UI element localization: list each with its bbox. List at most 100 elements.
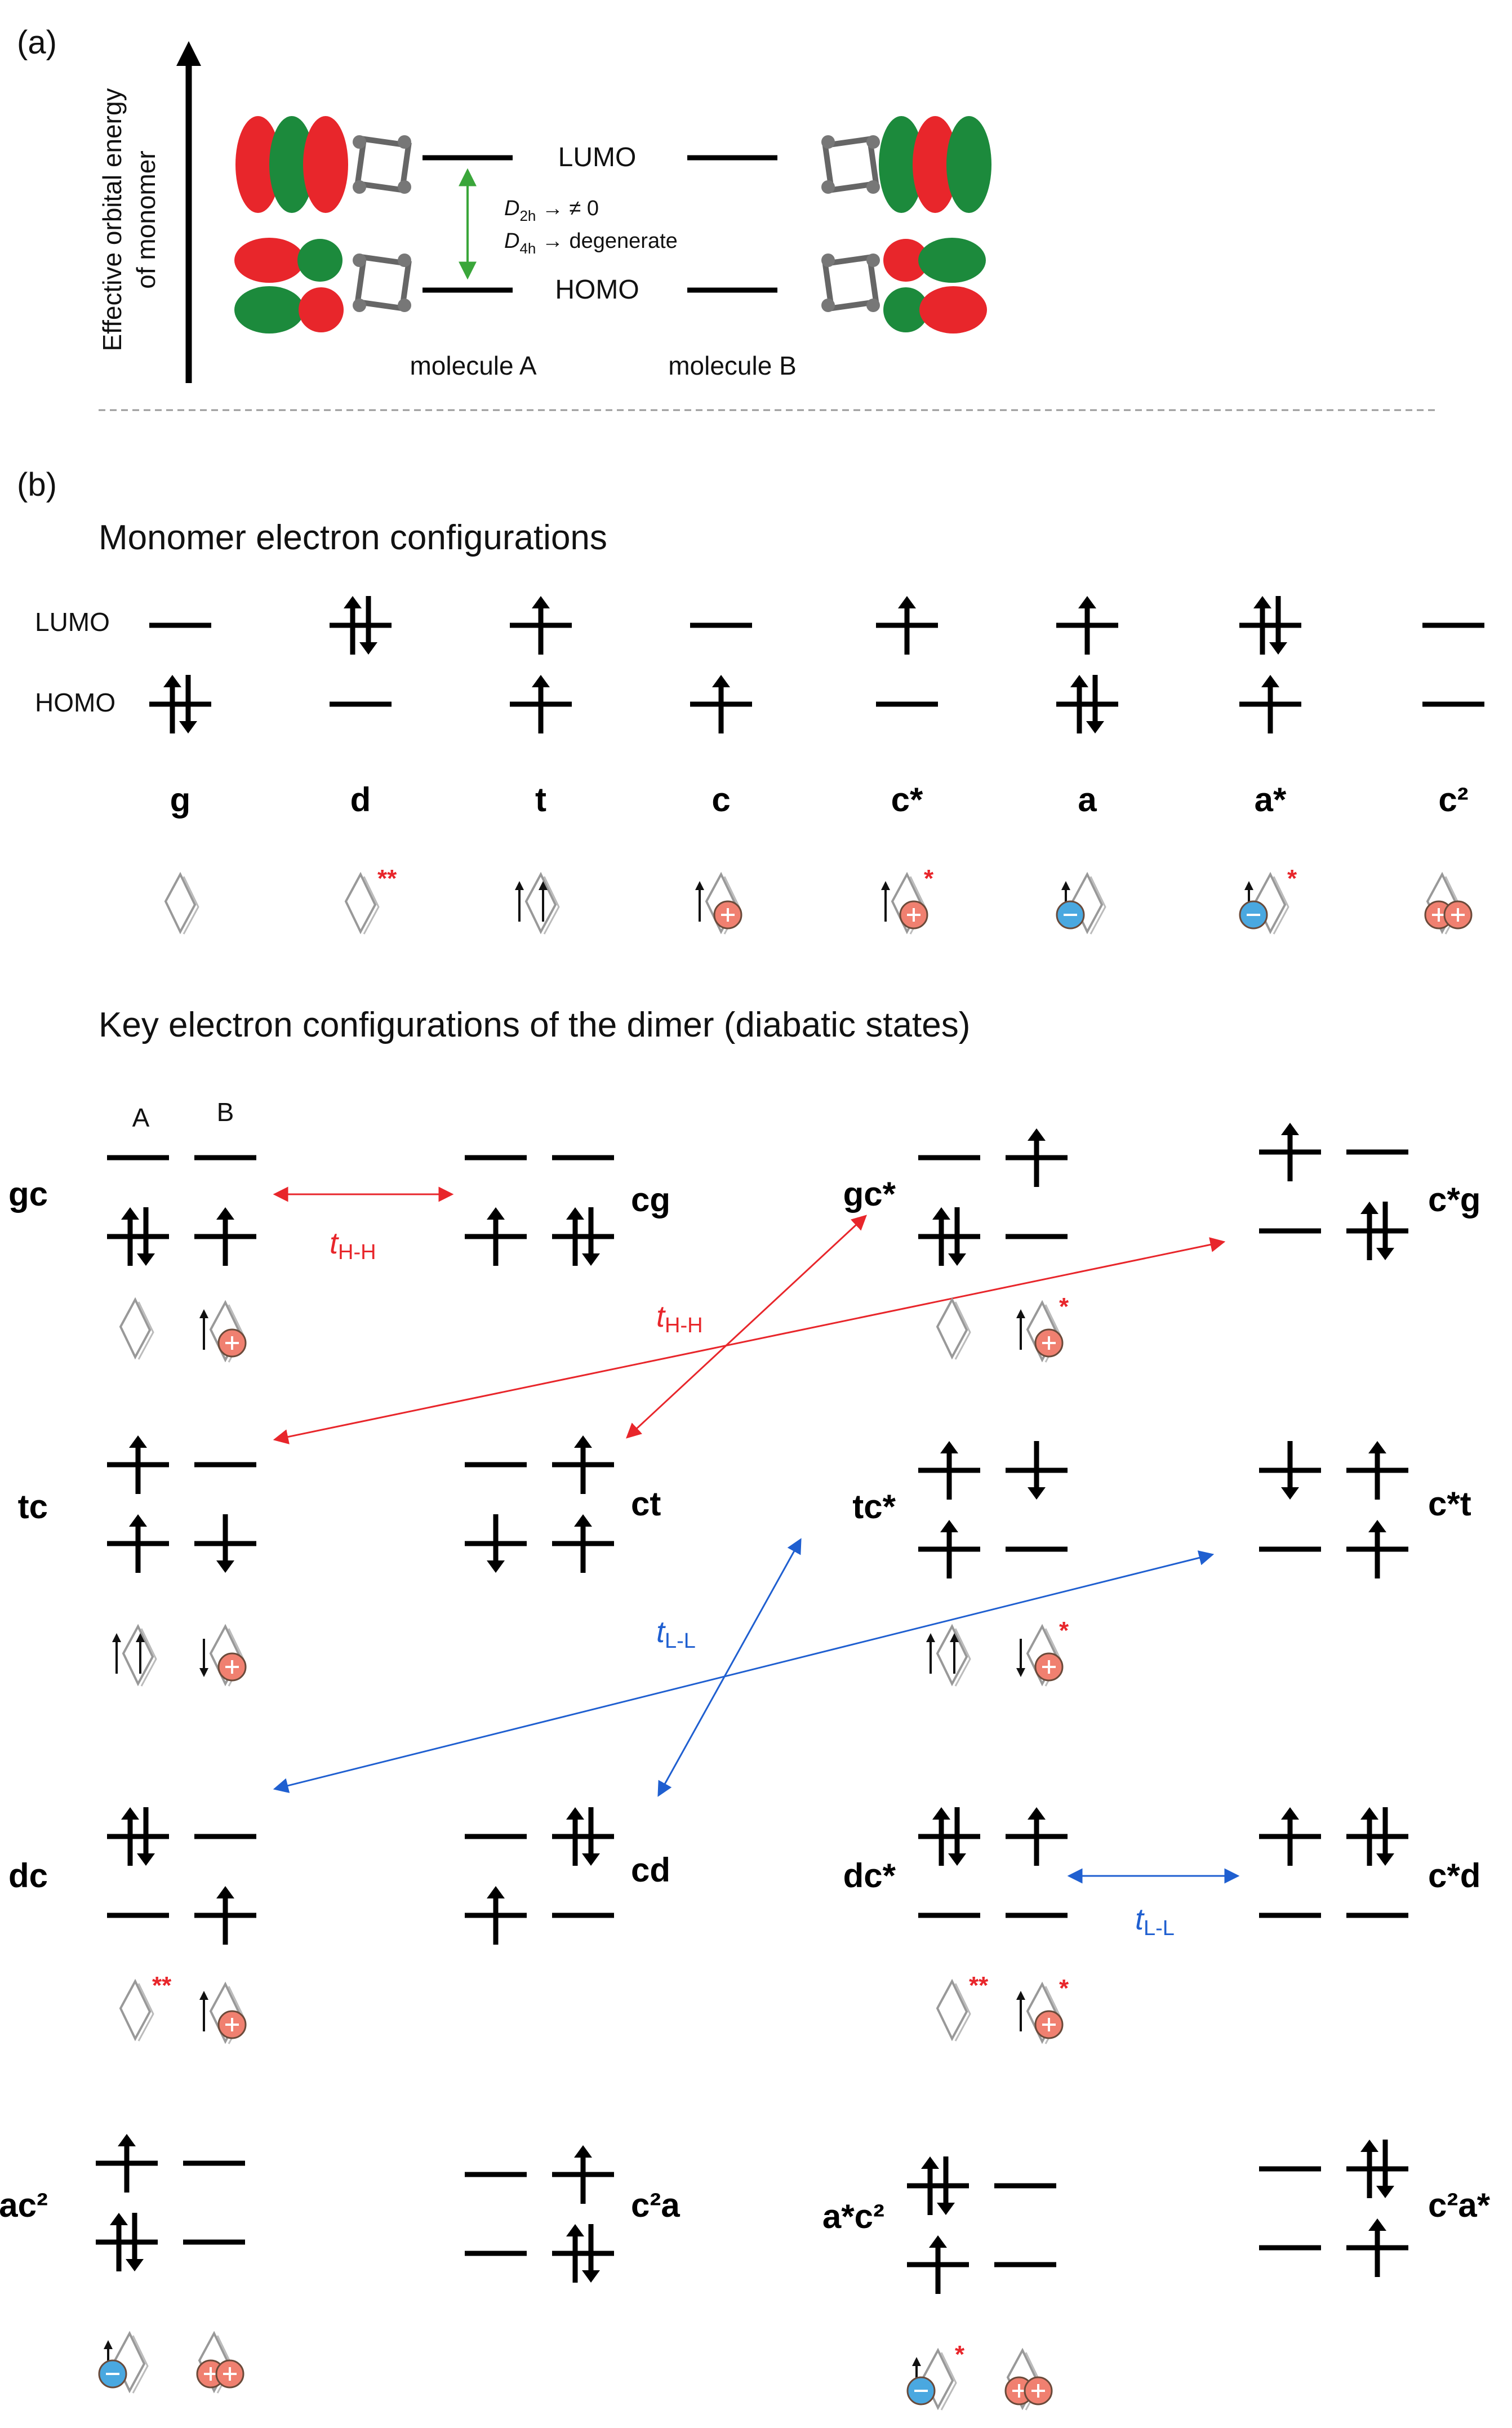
- dimer-dc-a-lumo-spin-up: [121, 1807, 139, 1866]
- dimer-c-starg-label: c*g: [1428, 1181, 1480, 1219]
- dimer-ac2-glyph-a: [98, 2331, 149, 2394]
- monomer-c-homo-spin-up: [712, 675, 730, 733]
- dimer-c2a-b-homo-spin-up: [566, 2224, 584, 2283]
- dimer-ac2-a-homo-spin-up: [110, 2213, 128, 2271]
- energy-axis-label: Effective orbital energy of monomer: [97, 88, 161, 351]
- dimer-ct-b-lumo-spin-up: [574, 1435, 592, 1494]
- panel-b-label: (b): [17, 466, 57, 503]
- dimer-dc-label: dc: [8, 1857, 48, 1895]
- monomer-a-star-glyph-excitation-mark: *: [1287, 865, 1297, 892]
- monomer-d-glyph-excitation-mark: **: [377, 865, 397, 892]
- dimer-a-starc2-a-homo-spin-up: [929, 2235, 947, 2294]
- monomer-d-lumo-spin-down: [359, 596, 377, 655]
- dimer-tc-star-a-lumo-spin-up: [940, 1441, 958, 1500]
- coupling-arrow-c*g-tc: [273, 1237, 1226, 1444]
- dimer-dc-glyph-a: **: [119, 1972, 172, 2042]
- monomer-a-glyph: [1056, 871, 1106, 935]
- dimer-gc-b-homo-spin-up: [216, 1207, 234, 1266]
- monomer-c-star-glyph: *: [881, 865, 934, 935]
- dimer-gc-star-a-homo-spin-down: [948, 1207, 966, 1266]
- monomer-t-homo-spin-up: [532, 675, 550, 733]
- coupling-ll-label-cross: tL-L: [656, 1615, 696, 1653]
- dimer-a-star-c2-glyph-a: *: [906, 2341, 965, 2411]
- dimer-ac2-label: ac²: [0, 2186, 48, 2224]
- dimer-c-starg-a-lumo-spin-up: [1281, 1123, 1299, 1181]
- coupling-hh-label-top: tH-H: [330, 1226, 376, 1264]
- dimer-a-starc2-label: a*c²: [822, 2198, 884, 2235]
- panel-a: (a) Effective orbital energy of monomer: [17, 24, 1439, 411]
- monomer-label-c-star: c*: [891, 781, 923, 819]
- dimer-c-start-b-homo-spin-up: [1368, 1520, 1386, 1578]
- dimer-title: Key electron configurations of the dimer…: [99, 1006, 970, 1044]
- dimer-c2a-star-b-homo-spin-up: [1368, 2218, 1386, 2277]
- dimer-dc-star-glyph-a-excitation-mark: **: [969, 1972, 989, 1999]
- dimer-gc-star-a-homo-spin-up: [932, 1207, 950, 1266]
- dimer-dc-star-b-lumo-spin-up: [1028, 1807, 1046, 1866]
- column-a-label: A: [132, 1103, 150, 1132]
- coupling-arrow-tc*-cd: [657, 1538, 802, 1797]
- dimer-c2a-star-b-lumo-spin-up: [1360, 2140, 1378, 2198]
- dimer-cd-b-lumo-spin-down: [582, 1807, 600, 1866]
- dimer-tc-star-label: tc*: [852, 1488, 896, 1526]
- lumo-row-label: LUMO: [35, 607, 110, 637]
- dimer-tc-a-lumo-spin-up: [129, 1435, 147, 1494]
- dimer-c-starg-b-homo-spin-up: [1360, 1202, 1378, 1260]
- dimer-cg-b-homo-spin-down: [582, 1207, 600, 1266]
- dimer-dc-b-homo-spin-up: [216, 1886, 234, 1945]
- dimer-a-star-c2-glyph-a-excitation-mark: *: [955, 2341, 965, 2368]
- dimer-tc-label: tc: [18, 1488, 48, 1526]
- dimer-tc-a-homo-spin-up: [129, 1514, 147, 1573]
- monomer-g-homo-spin-up: [163, 675, 181, 733]
- molecule-a-homo-orbital: [234, 238, 412, 333]
- dimer-c2a-star-b-lumo-spin-down: [1376, 2140, 1394, 2198]
- dimer-cd-b-lumo-spin-up: [566, 1807, 584, 1866]
- dimer-gc-glyph-b: [199, 1300, 247, 1363]
- dimer-gc-glyph-a: [119, 1297, 154, 1360]
- homo-label: HOMO: [555, 275, 639, 305]
- panel-a-label: (a): [17, 24, 57, 61]
- molecule-b-lumo-orbital: [821, 116, 991, 213]
- monomer-a-lumo-spin-up: [1078, 596, 1096, 655]
- coupling-arrow-c*t-dc: [273, 1550, 1215, 1793]
- dimer-tc-star-glyph-b-excitation-mark: *: [1059, 1617, 1069, 1644]
- dimer-c-stard-b-lumo-spin-down: [1376, 1807, 1394, 1866]
- molecule-a-label: molecule A: [410, 351, 536, 380]
- dimer-c2a-star-label: c²a*: [1428, 2186, 1491, 2224]
- monomer-label-d: d: [350, 781, 371, 819]
- dimer-gc-a-homo-spin-up: [121, 1207, 139, 1266]
- column-b-label: B: [217, 1097, 234, 1127]
- dimer-tc-star-a-homo-spin-up: [940, 1520, 958, 1578]
- monomer-label-a-star: a*: [1255, 781, 1287, 819]
- dimer-tc-glyph-b: [199, 1624, 247, 1687]
- dimer-dc-star-label: dc*: [843, 1857, 896, 1895]
- dimer-cg-a-homo-spin-up: [487, 1207, 505, 1266]
- dimer-ac2-a-homo-spin-down: [126, 2213, 144, 2271]
- dimer-dc-glyph-a-excitation-mark: **: [152, 1972, 172, 1999]
- energy-axis-label-line1: Effective orbital energy: [97, 88, 127, 351]
- molecule-b-label: molecule B: [668, 351, 797, 380]
- dimer-gc-star-b-lumo-spin-up: [1028, 1128, 1046, 1187]
- molecule-b-homo-orbital: [821, 238, 987, 333]
- dimer-c-stard-label: c*d: [1428, 1857, 1480, 1895]
- dimer-cg-b-homo-spin-up: [566, 1207, 584, 1266]
- monomer-label-c: c: [711, 781, 730, 819]
- monomer-g-glyph: [164, 871, 199, 935]
- dimer-dc-glyph-b: [199, 1981, 247, 2044]
- dimer-tc-star-glyph-a: [926, 1624, 971, 1687]
- homo-row-label: HOMO: [35, 688, 115, 717]
- dimer-dc-star-glyph-b: *: [1016, 1975, 1069, 2044]
- dimer-gc-a-homo-spin-down: [137, 1207, 155, 1266]
- dimer-gc-star-glyph-b-excitation-mark: *: [1059, 1293, 1069, 1320]
- dimer-gc-star-label: gc*: [843, 1175, 896, 1213]
- dimer-c-start-b-lumo-spin-up: [1368, 1441, 1386, 1500]
- monomer-a-star-glyph: *: [1239, 865, 1297, 935]
- dimer-a-star-c2-glyph-b: [1004, 2347, 1053, 2411]
- monomer-d-lumo-spin-up: [344, 596, 362, 655]
- dimer-c-stard-a-lumo-spin-up: [1281, 1807, 1299, 1866]
- dimer-ct-a-homo-spin-down: [487, 1514, 505, 1573]
- dimer-dc-a-lumo-spin-down: [137, 1807, 155, 1866]
- monomer-c-star-lumo-spin-up: [898, 596, 916, 655]
- dimer-ct-b-homo-spin-up: [574, 1514, 592, 1573]
- monomer-a-homo-spin-down: [1086, 675, 1104, 733]
